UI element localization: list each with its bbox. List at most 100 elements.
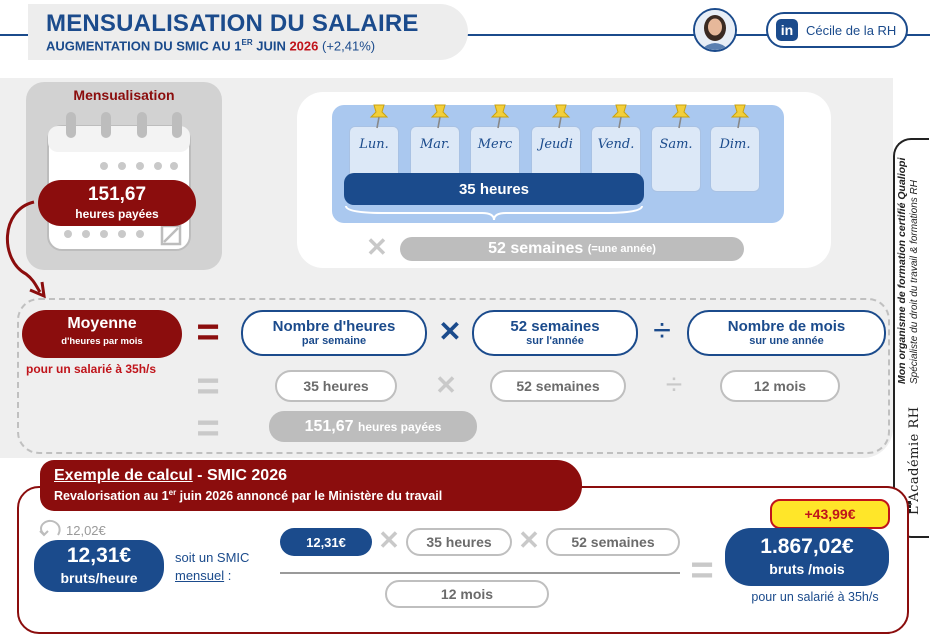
example-sub-rest: juin 2026 annoncé par le Ministère du tr… bbox=[176, 489, 443, 504]
brace-icon bbox=[345, 205, 643, 221]
equals-icon: = bbox=[196, 364, 220, 408]
soit-line2: mensuel : bbox=[175, 567, 249, 585]
value-hours: 35 heures bbox=[275, 370, 397, 402]
term-weeks: 52 semaines sur l'année bbox=[472, 310, 638, 356]
pushpin-icon bbox=[490, 104, 510, 129]
example-subtitle: Revalorisation au 1er juin 2026 annoncé … bbox=[54, 488, 582, 503]
example-title-rest: - SMIC 2026 bbox=[192, 467, 287, 484]
average-note: pour un salarié à 35h/s bbox=[26, 362, 157, 376]
weeks-bar: 52 semaines (=une année) bbox=[400, 237, 744, 261]
new-rate-badge: 12,31€ bruts/heure bbox=[34, 540, 164, 592]
term-months-sub: sur une année bbox=[749, 335, 824, 348]
sidebar-card bbox=[893, 138, 929, 538]
calendar-label: Mensualisation bbox=[73, 87, 175, 103]
example-title: Exemple de calcul - SMIC 2026 bbox=[54, 467, 582, 485]
pushpin-icon bbox=[369, 104, 389, 129]
pushpin-icon bbox=[730, 104, 750, 129]
page-subtitle: AUGMENTATION DU SMIC AU 1ER JUIN 2026 (+… bbox=[46, 38, 375, 53]
new-rate-value: 12,31€ bbox=[66, 544, 132, 567]
times-icon: ✕ bbox=[366, 232, 388, 262]
profile-name: Cécile de la RH bbox=[806, 22, 897, 38]
paid-hours-caption: heures payées bbox=[75, 207, 159, 221]
day-label: Jeudi bbox=[539, 137, 573, 152]
fraction-line bbox=[280, 572, 680, 574]
linkedin-icon: in bbox=[776, 19, 798, 41]
weeks-bar-note: (=une année) bbox=[587, 243, 656, 255]
example-header: Exemple de calcul - SMIC 2026 Revalorisa… bbox=[40, 460, 582, 511]
pushpin-icon bbox=[611, 104, 631, 129]
term-weeks-title: 52 semaines bbox=[510, 318, 600, 336]
new-rate-unit: bruts/heure bbox=[60, 570, 138, 586]
term-months: Nombre de mois sur une année bbox=[687, 310, 886, 356]
times-icon: ✕ bbox=[438, 316, 462, 347]
example-sub-sup: er bbox=[168, 488, 177, 497]
refresh-arrow-icon bbox=[39, 519, 61, 537]
day-label: Mar. bbox=[420, 137, 450, 152]
subtitle-mid: JUIN bbox=[252, 38, 290, 54]
formula-result: 151,67 heures payées bbox=[269, 411, 477, 442]
paid-hours-badge: 151,67 heures payées bbox=[38, 180, 196, 226]
equals-icon: = bbox=[196, 406, 220, 450]
avatar bbox=[693, 8, 737, 52]
brand-name: L'Académie RH bbox=[907, 406, 922, 515]
term-hours-per-week: Nombre d'heures par semaine bbox=[241, 310, 427, 356]
formula-result-unit: heures payées bbox=[358, 419, 442, 434]
divide-icon: ÷ bbox=[653, 312, 671, 348]
pushpin-icon bbox=[671, 104, 691, 129]
monthly-result: 1.867,02€ bruts /mois bbox=[725, 528, 889, 586]
formula-result-value: 151,67 bbox=[304, 417, 354, 435]
curved-arrow-icon bbox=[5, 200, 46, 299]
subtitle-pct: (+2,41%) bbox=[318, 38, 376, 54]
term-hours-sub: par semaine bbox=[301, 335, 367, 348]
example-title-main: Exemple de calcul bbox=[54, 467, 193, 484]
subtitle-sup: ER bbox=[241, 38, 253, 47]
soit-colon: : bbox=[224, 568, 232, 584]
header-banner bbox=[28, 4, 468, 60]
monthly-result-note: pour un salarié à 35h/s bbox=[751, 590, 879, 604]
equals-icon: = bbox=[690, 548, 714, 592]
weeks-bar-label: 52 semaines bbox=[488, 240, 584, 257]
hours-bar: 35 heures bbox=[344, 173, 644, 205]
times-icon: ✕ bbox=[435, 370, 457, 400]
chip-weeks: 52 semaines bbox=[546, 528, 680, 556]
value-months: 12 mois bbox=[720, 370, 840, 402]
example-sub-prefix: Revalorisation au 1 bbox=[54, 489, 169, 504]
equals-icon: = bbox=[196, 310, 220, 354]
brand-logo: L'Académie RH bbox=[905, 385, 925, 515]
increase-badge: +43,99€ bbox=[770, 499, 890, 529]
term-weeks-sub: sur l'année bbox=[526, 335, 584, 348]
day-label: Sam. bbox=[659, 137, 693, 152]
value-weeks: 52 semaines bbox=[490, 370, 626, 402]
average-badge: Moyenne d'heures par mois bbox=[22, 310, 182, 358]
pushpin-icon bbox=[430, 104, 450, 129]
term-hours-title: Nombre d'heures bbox=[272, 318, 396, 336]
times-icon: ✕ bbox=[378, 525, 400, 555]
average-sub: d'heures par mois bbox=[61, 336, 143, 347]
average-title: Moyenne bbox=[67, 315, 137, 332]
pushpin-icon bbox=[551, 104, 571, 129]
monthly-result-value: 1.867,02€ bbox=[760, 535, 854, 558]
day-card: Dim. bbox=[710, 104, 760, 192]
day-label: Vend. bbox=[597, 137, 635, 152]
times-icon: ✕ bbox=[518, 525, 540, 555]
day-label: Merc bbox=[477, 137, 513, 152]
calendar-icon bbox=[44, 104, 194, 254]
soit-line1: soit un SMIC bbox=[175, 550, 250, 565]
page-title: MENSUALISATION DU SALAIRE bbox=[46, 10, 419, 37]
linkedin-badge[interactable]: in Cécile de la RH bbox=[766, 12, 908, 48]
term-months-title: Nombre de mois bbox=[727, 318, 846, 336]
formula-box bbox=[17, 298, 890, 454]
day-label: Dim. bbox=[719, 137, 751, 152]
day-card: Sam. bbox=[651, 104, 701, 192]
subtitle-year: 2026 bbox=[289, 38, 319, 54]
old-rate: 12,02€ bbox=[66, 523, 106, 538]
soit-mensuel: mensuel bbox=[175, 568, 225, 584]
chip-rate: 12,31€ bbox=[280, 528, 372, 556]
denominator: 12 mois bbox=[385, 580, 549, 608]
divide-icon: ÷ bbox=[665, 368, 683, 401]
chip-hours: 35 heures bbox=[406, 528, 512, 556]
day-label: Lun. bbox=[359, 137, 389, 152]
soit-text: soit un SMIC mensuel : bbox=[175, 549, 249, 585]
subtitle-prefix: AUGMENTATION DU SMIC AU 1 bbox=[46, 38, 242, 54]
paid-hours-value: 151,67 bbox=[87, 184, 147, 205]
